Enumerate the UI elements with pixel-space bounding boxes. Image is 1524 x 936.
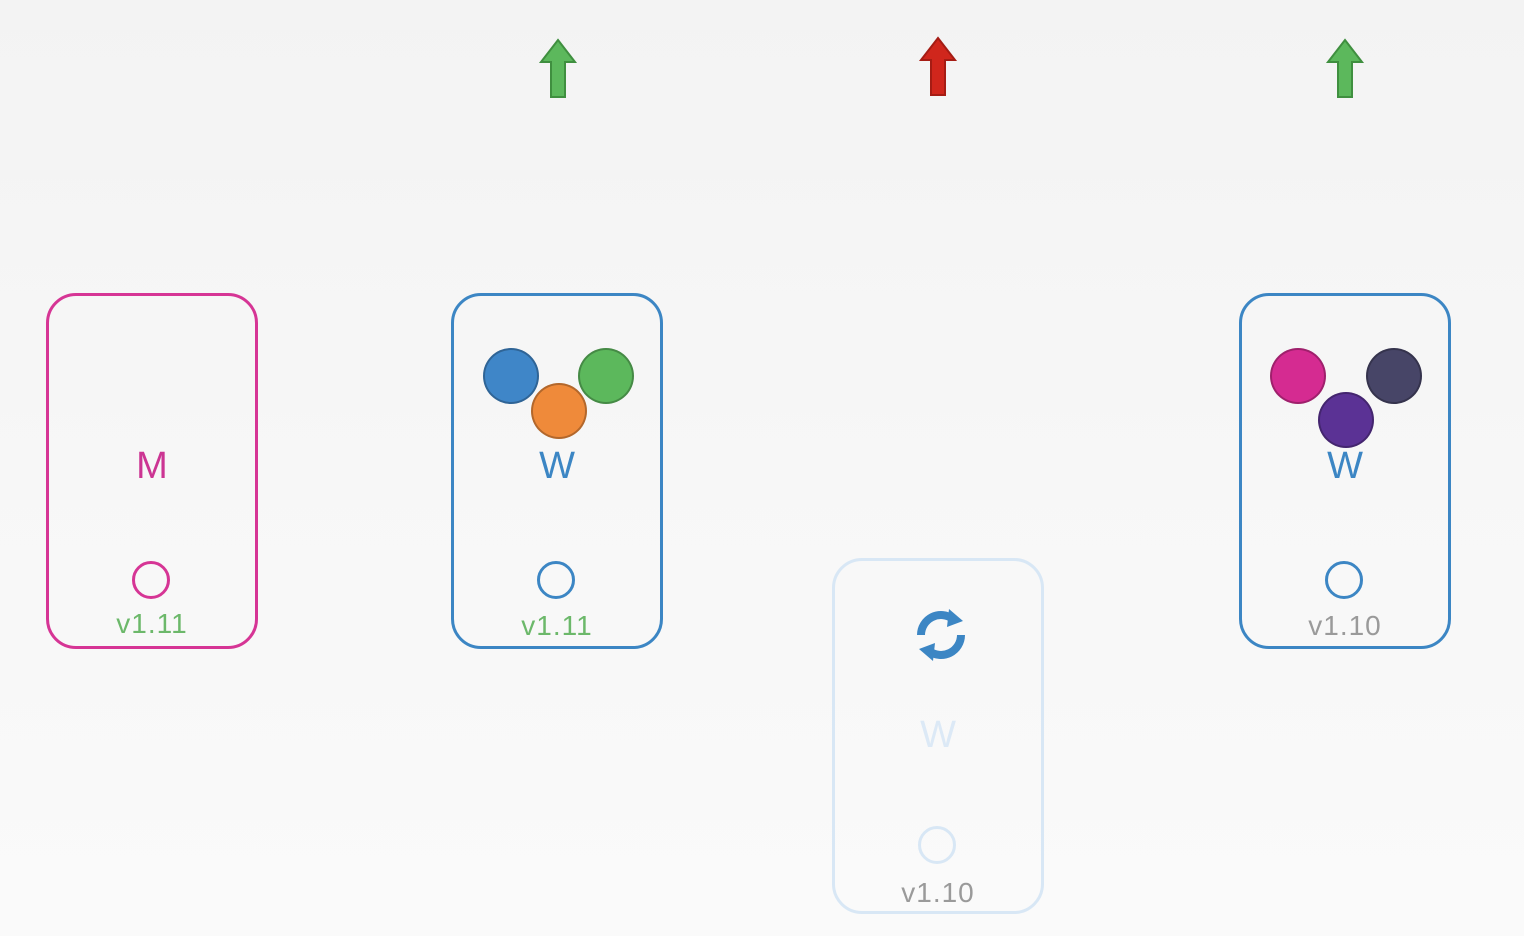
worker-node-2: W v1.10 bbox=[832, 558, 1044, 914]
up-arrow-icon bbox=[1325, 38, 1365, 98]
pod-icon bbox=[578, 348, 634, 404]
kubelet-icon bbox=[132, 561, 170, 599]
node-role-label: M bbox=[136, 445, 168, 487]
pod-icon bbox=[1318, 392, 1374, 448]
node-role-label: W bbox=[539, 445, 575, 487]
pod-icon bbox=[1366, 348, 1422, 404]
kubelet-icon bbox=[1325, 561, 1363, 599]
kubelet-icon bbox=[537, 561, 575, 599]
worker-node-3: W v1.10 bbox=[1239, 293, 1451, 649]
node-role-label: W bbox=[1327, 445, 1363, 487]
worker-node-1: W v1.11 bbox=[451, 293, 663, 649]
version-label: v1.11 bbox=[116, 608, 188, 639]
version-label: v1.10 bbox=[901, 877, 975, 908]
master-node: M v1.11 bbox=[46, 293, 258, 649]
pod-icon bbox=[483, 348, 539, 404]
up-arrow-icon bbox=[538, 38, 578, 98]
node-role-label: W bbox=[920, 714, 956, 756]
version-label: v1.10 bbox=[1308, 610, 1382, 641]
pod-icon bbox=[1270, 348, 1326, 404]
version-label: v1.11 bbox=[521, 610, 593, 641]
sync-icon bbox=[917, 609, 965, 661]
pod-icon bbox=[531, 383, 587, 439]
up-arrow-icon bbox=[918, 36, 958, 96]
kubelet-icon bbox=[918, 826, 956, 864]
